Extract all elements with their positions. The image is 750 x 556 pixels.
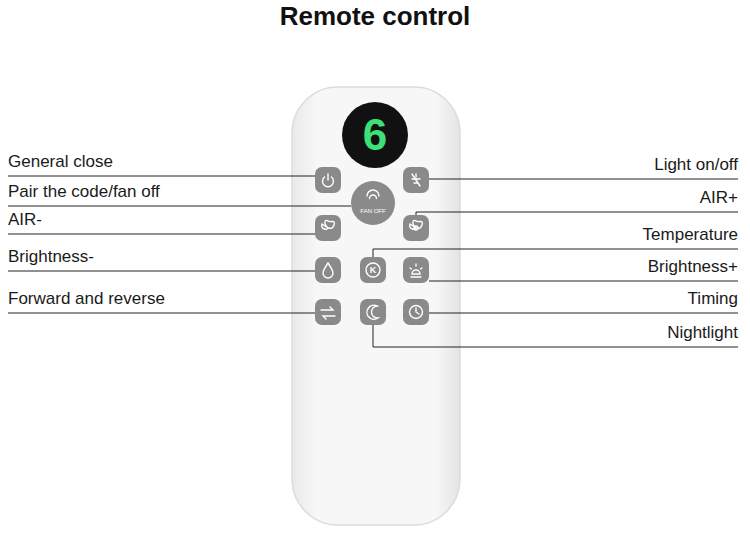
display: [342, 102, 408, 168]
leader-lines: [8, 176, 738, 347]
buttons: [315, 167, 429, 325]
callout-label: Nightlight: [667, 323, 738, 343]
callout-label: Light on/off: [654, 155, 738, 175]
callout-label: General close: [8, 152, 113, 172]
callout-label: Timing: [688, 289, 738, 309]
callout-label: Forward and reverse: [8, 289, 165, 309]
callout-label: AIR-: [8, 210, 42, 230]
button-text: K: [370, 266, 377, 275]
button-text: FAN OFF: [360, 208, 385, 214]
callout-label: Brightness+: [648, 257, 738, 277]
title: Remote control: [0, 2, 750, 32]
callout-label: Brightness-: [8, 247, 94, 267]
display-digit: 6: [363, 113, 387, 157]
callout-label: Temperature: [643, 225, 738, 245]
callout-label: AIR+: [700, 188, 738, 208]
callout-label: Pair the code/fan off: [8, 182, 160, 202]
button-icons: [321, 174, 423, 319]
remote-body: [292, 87, 460, 525]
